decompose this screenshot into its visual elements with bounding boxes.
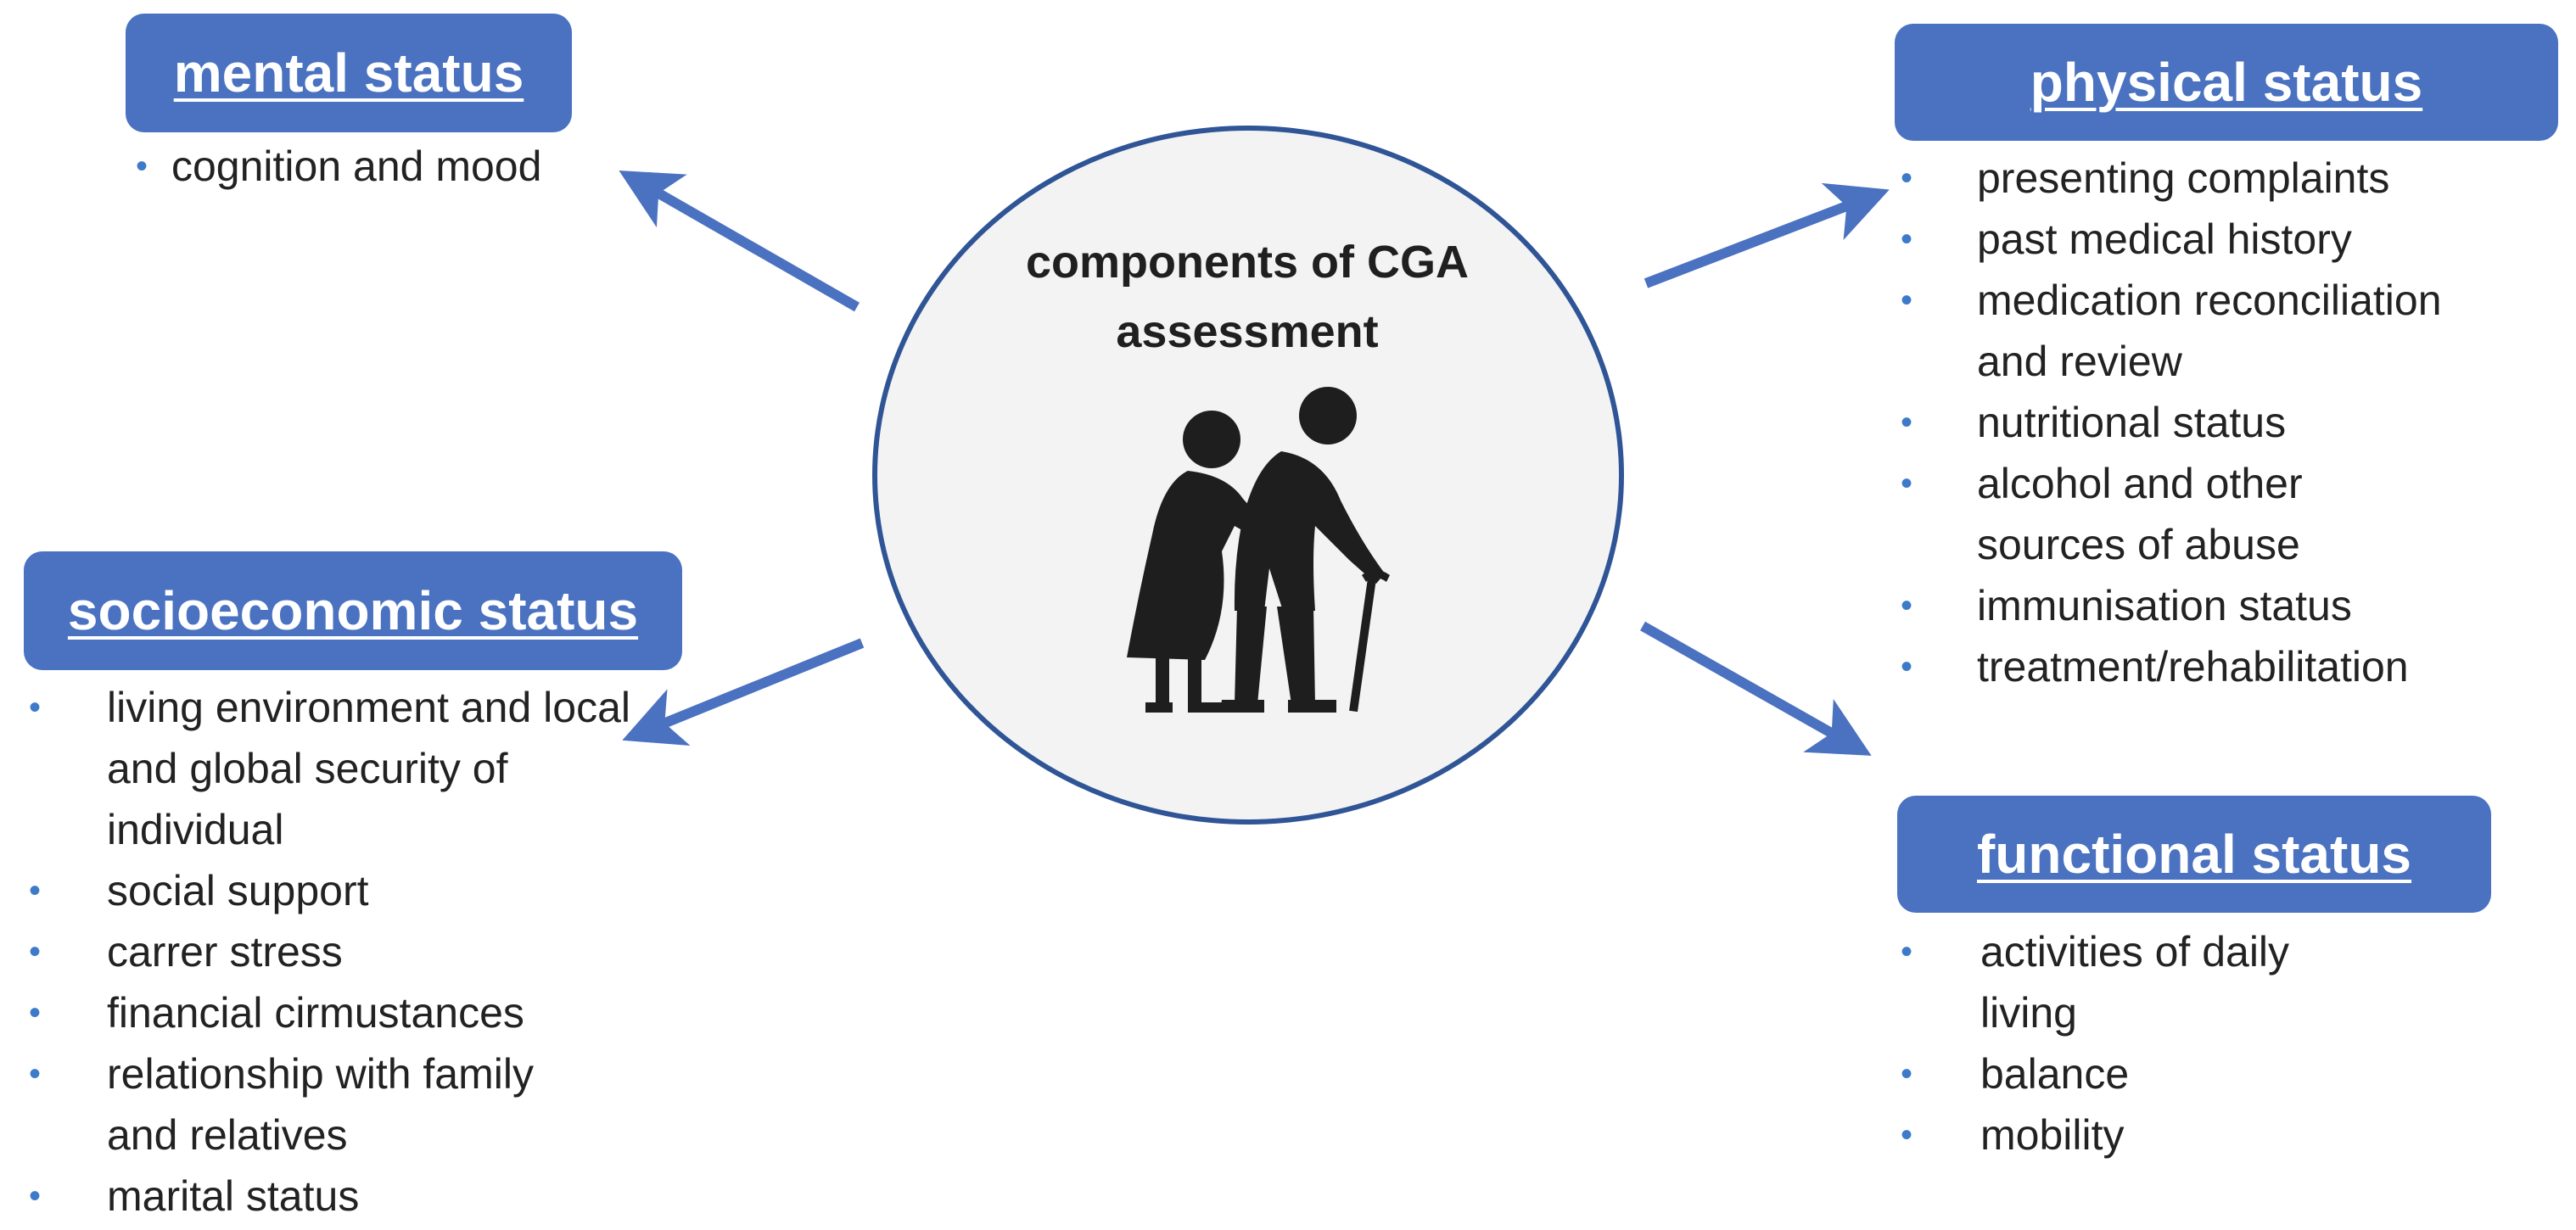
socioeconomic-status-title: socioeconomic status bbox=[67, 580, 639, 641]
physical-status-title: physical status bbox=[2030, 52, 2423, 113]
arrow-to-physical bbox=[1644, 182, 1890, 288]
mental-status-list: •cognition and mood bbox=[136, 136, 611, 197]
list-item: •medication reconciliation and review bbox=[1901, 277, 2442, 385]
list-item: •carrer stress bbox=[29, 928, 343, 976]
list-item: •financial cirmustances bbox=[29, 989, 524, 1037]
list-item: •social support bbox=[29, 867, 369, 914]
center-title: components of CGA assessment bbox=[942, 227, 1553, 366]
list-item: •marital status bbox=[29, 1172, 360, 1220]
list-item: •presenting complaints bbox=[1901, 154, 2390, 202]
list-item: •nutritional status bbox=[1901, 399, 2287, 446]
list-item: •past medical history bbox=[1901, 215, 2352, 263]
center-title-line2: assessment bbox=[1116, 306, 1379, 357]
functional-status-title: functional status bbox=[1976, 824, 2412, 885]
arrow-to-mental bbox=[619, 171, 860, 312]
functional-status-header: functional status bbox=[1897, 796, 2491, 913]
list-item: •treatment/rehabilitation bbox=[1901, 643, 2409, 690]
list-item: •alcohol and other sources of abuse bbox=[1901, 460, 2303, 568]
arrow-to-socioeconomic bbox=[622, 638, 865, 746]
list-item: •living environment and local and global… bbox=[29, 684, 631, 853]
functional-status-list: •activities of daily living •balance •mo… bbox=[1901, 921, 2495, 1166]
physical-status-header: physical status bbox=[1895, 24, 2558, 141]
list-item: •mobility bbox=[1901, 1111, 2125, 1159]
elderly-couple-icon bbox=[1061, 356, 1442, 746]
socioeconomic-status-list: •living environment and local and global… bbox=[29, 677, 630, 1227]
list-item: •relationship with family and relatives bbox=[29, 1050, 534, 1159]
mental-status-header: mental status bbox=[126, 14, 572, 132]
socioeconomic-status-header: socioeconomic status bbox=[24, 551, 682, 670]
list-item: •activities of daily living bbox=[1901, 928, 2290, 1037]
list-item: •balance bbox=[1901, 1050, 2130, 1098]
physical-status-list: •presenting complaints •past medical his… bbox=[1901, 148, 2562, 697]
list-item: •cognition and mood bbox=[136, 143, 542, 190]
center-title-line1: components of CGA bbox=[1026, 237, 1469, 288]
list-item: •immunisation status bbox=[1901, 582, 2352, 629]
arrow-to-functional bbox=[1640, 621, 1872, 756]
mental-status-title: mental status bbox=[173, 42, 524, 103]
